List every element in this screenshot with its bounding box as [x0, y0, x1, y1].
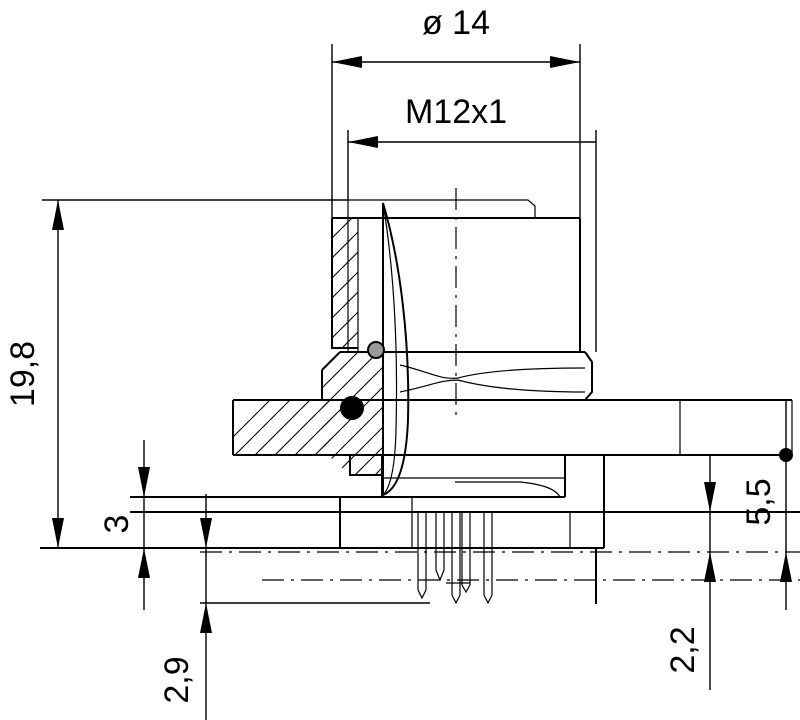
dim-thread [347, 130, 597, 352]
dim-outer-diameter [331, 44, 581, 218]
dim-pin-offset [704, 455, 716, 690]
dim-pin-offset-label: 2,2 [664, 626, 702, 673]
dim-outer-diameter-label: ø 14 [422, 4, 490, 42]
connector-body [321, 199, 605, 604]
dim-panel-offset [779, 400, 793, 610]
sleeve-hatching [332, 218, 358, 348]
contact-pins [417, 512, 493, 605]
dim-pin-length-label: 2,9 [158, 656, 196, 703]
dim-base-height [138, 440, 150, 610]
dim-pin-length [200, 494, 430, 720]
panel-hatching [233, 400, 333, 455]
dim-thread-label: M12x1 [405, 93, 507, 131]
mounting-panel [232, 399, 793, 456]
dim-base-height-label: 3 [98, 515, 136, 534]
dim-overall-height-label: 19,8 [4, 341, 42, 407]
o-ring-large [340, 396, 364, 420]
pcb-base [40, 496, 800, 549]
o-ring-small [367, 341, 385, 359]
dim-overall-height [42, 199, 348, 548]
dim-panel-offset-label: 5,5 [740, 478, 778, 525]
